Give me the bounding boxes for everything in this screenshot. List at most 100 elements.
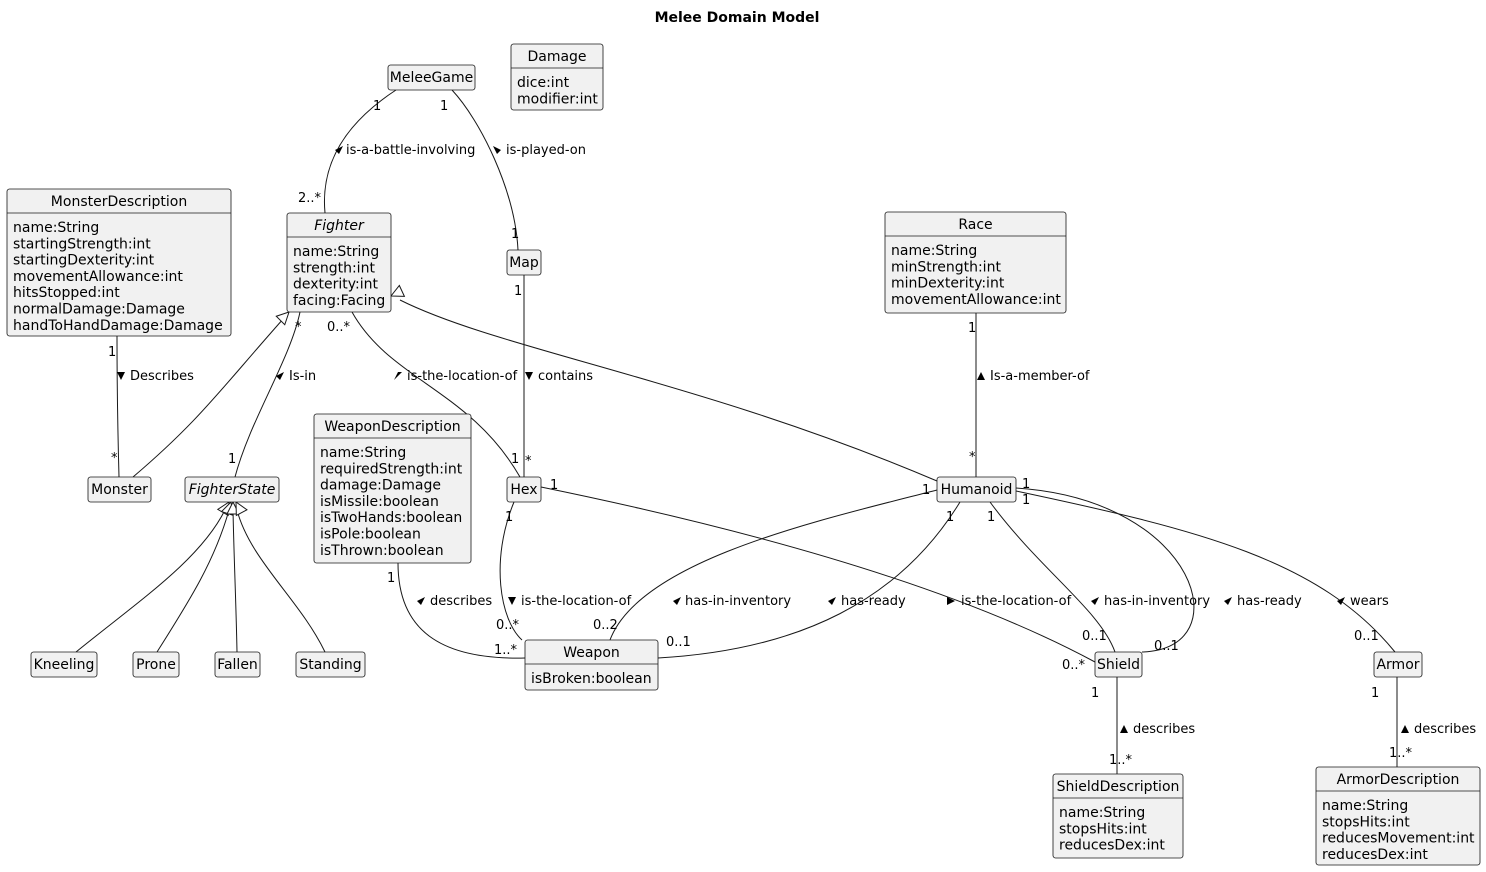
generalization-line bbox=[75, 509, 226, 653]
reading-direction-arrow bbox=[335, 146, 343, 154]
generalization-kneeling-fighter-state bbox=[75, 501, 230, 653]
class-attribute: minDexterity:int bbox=[891, 276, 1005, 292]
class-melee-game: MeleeGame bbox=[387, 64, 476, 91]
multiplicity-to: 1 bbox=[511, 452, 519, 467]
reading-direction-arrow bbox=[1224, 597, 1232, 605]
multiplicity-from: 1 bbox=[922, 483, 930, 498]
class-attribute: stopsHits:int bbox=[1059, 821, 1147, 837]
class-fighter: Fightername:Stringstrength:intdexterity:… bbox=[286, 212, 392, 313]
reading-direction-arrow bbox=[394, 372, 402, 380]
multiplicity-to: 0..1 bbox=[1154, 639, 1179, 654]
class-attribute: strength:int bbox=[293, 260, 375, 276]
generalization-standing-fighter-state bbox=[235, 501, 326, 653]
class-attribute: isThrown:boolean bbox=[320, 543, 444, 559]
class-box bbox=[6, 188, 232, 337]
generalization-triangle-icon bbox=[389, 284, 406, 297]
generalization-humanoid-fighter bbox=[389, 284, 938, 482]
class-name: ShieldDescription bbox=[1057, 779, 1180, 795]
multiplicity-from: 1 bbox=[987, 510, 995, 525]
association-line bbox=[499, 501, 523, 641]
reading-direction-arrow bbox=[508, 597, 516, 605]
generalization-prone-fighter-state bbox=[156, 500, 234, 653]
multiplicity-to: 2..* bbox=[298, 191, 322, 206]
association-line bbox=[657, 501, 961, 659]
association-label: has-in-inventory bbox=[1104, 594, 1210, 609]
class-attribute: modifier:int bbox=[517, 91, 598, 107]
generalization-line bbox=[156, 509, 230, 653]
class-weapon: Weapon isBroken:boolean bbox=[524, 639, 659, 691]
association-label: Is-a-member-of bbox=[990, 369, 1090, 384]
association-line bbox=[989, 501, 1116, 653]
class-attribute: movementAllowance:int bbox=[13, 269, 183, 285]
association-label: is-the-location-of bbox=[521, 594, 632, 609]
association-line bbox=[540, 486, 1096, 663]
class-attribute: movementAllowance:int bbox=[891, 292, 1061, 308]
class-fighter-state: FighterState bbox=[184, 476, 280, 503]
reading-direction-arrow bbox=[276, 372, 284, 380]
class-box bbox=[506, 249, 542, 276]
association-label: is-a-battle-involving bbox=[346, 143, 475, 158]
class-attribute: startingStrength:int bbox=[13, 236, 151, 252]
class-name: Weapon bbox=[563, 645, 620, 661]
diagram-title: Melee Domain Model bbox=[655, 10, 820, 26]
class-name: Humanoid bbox=[941, 482, 1013, 498]
multiplicity-from: 1 bbox=[108, 345, 116, 360]
multiplicity-to: 1..* bbox=[494, 643, 518, 658]
generalization-line bbox=[232, 509, 238, 653]
generalization-line bbox=[132, 317, 285, 478]
class-name: Armor bbox=[1376, 657, 1419, 673]
multiplicity-to: * bbox=[525, 454, 532, 469]
association-label: Is-in bbox=[289, 369, 316, 384]
class-name: WeaponDescription bbox=[324, 419, 460, 435]
reading-direction-arrow bbox=[1337, 597, 1345, 605]
reading-direction-arrow bbox=[673, 597, 681, 605]
class-prone: Prone bbox=[132, 651, 180, 678]
multiplicity-to: 0..1 bbox=[1082, 629, 1107, 644]
generalization-triangle-icon bbox=[275, 311, 290, 326]
class-name: MeleeGame bbox=[390, 70, 474, 86]
class-attribute: normalDamage:Damage bbox=[13, 302, 185, 318]
reading-direction-arrow bbox=[117, 372, 125, 380]
class-attribute: isBroken:boolean bbox=[531, 671, 652, 687]
class-attribute: facing:Facing bbox=[293, 293, 385, 309]
class-attribute: reducesMovement:int bbox=[1322, 831, 1475, 847]
reading-direction-arrow bbox=[1120, 725, 1128, 733]
class-armor: Armor bbox=[1373, 651, 1423, 678]
class-name: Shield bbox=[1097, 657, 1140, 673]
multiplicity-from: 1 bbox=[440, 99, 448, 114]
class-box bbox=[286, 212, 392, 313]
association-label: is-played-on bbox=[506, 143, 586, 158]
reading-direction-arrow bbox=[417, 597, 425, 605]
multiplicity-to: * bbox=[111, 451, 118, 466]
association-game-fighter: is-a-battle-involving 1 2..* bbox=[298, 89, 475, 214]
reading-direction-arrow bbox=[525, 372, 533, 380]
class-attribute: damage:Damage bbox=[320, 478, 441, 494]
class-box bbox=[506, 476, 542, 503]
multiplicity-from: 1 bbox=[373, 99, 381, 114]
multiplicity-from: 1 bbox=[1022, 477, 1030, 492]
multiplicity-from: 1 bbox=[387, 571, 395, 586]
association-label: contains bbox=[538, 369, 593, 384]
association-label: has-in-inventory bbox=[685, 594, 791, 609]
reading-direction-arrow bbox=[1091, 597, 1099, 605]
association-hex-fighter: is-the-location-of0..*1 bbox=[327, 311, 521, 478]
class-hex: Hex bbox=[506, 476, 542, 503]
multiplicity-to: * bbox=[969, 450, 976, 465]
class-weapon-description: WeaponDescriptionname:StringrequiredStre… bbox=[313, 413, 472, 564]
association-race-humanoid: Is-a-member-of1* bbox=[968, 313, 1090, 477]
association-label: is-the-location-of bbox=[961, 594, 1072, 609]
association-label: describes bbox=[430, 594, 492, 609]
class-attribute: name:String bbox=[1322, 798, 1408, 814]
class-attribute: hitsStopped:int bbox=[13, 285, 120, 301]
class-attribute: reducesDex:int bbox=[1059, 838, 1165, 854]
multiplicity-from: 0..* bbox=[327, 320, 351, 335]
class-humanoid: Humanoid bbox=[936, 476, 1017, 503]
association-label: describes bbox=[1414, 722, 1476, 737]
association-map-hex: contains 1 * bbox=[514, 275, 593, 477]
